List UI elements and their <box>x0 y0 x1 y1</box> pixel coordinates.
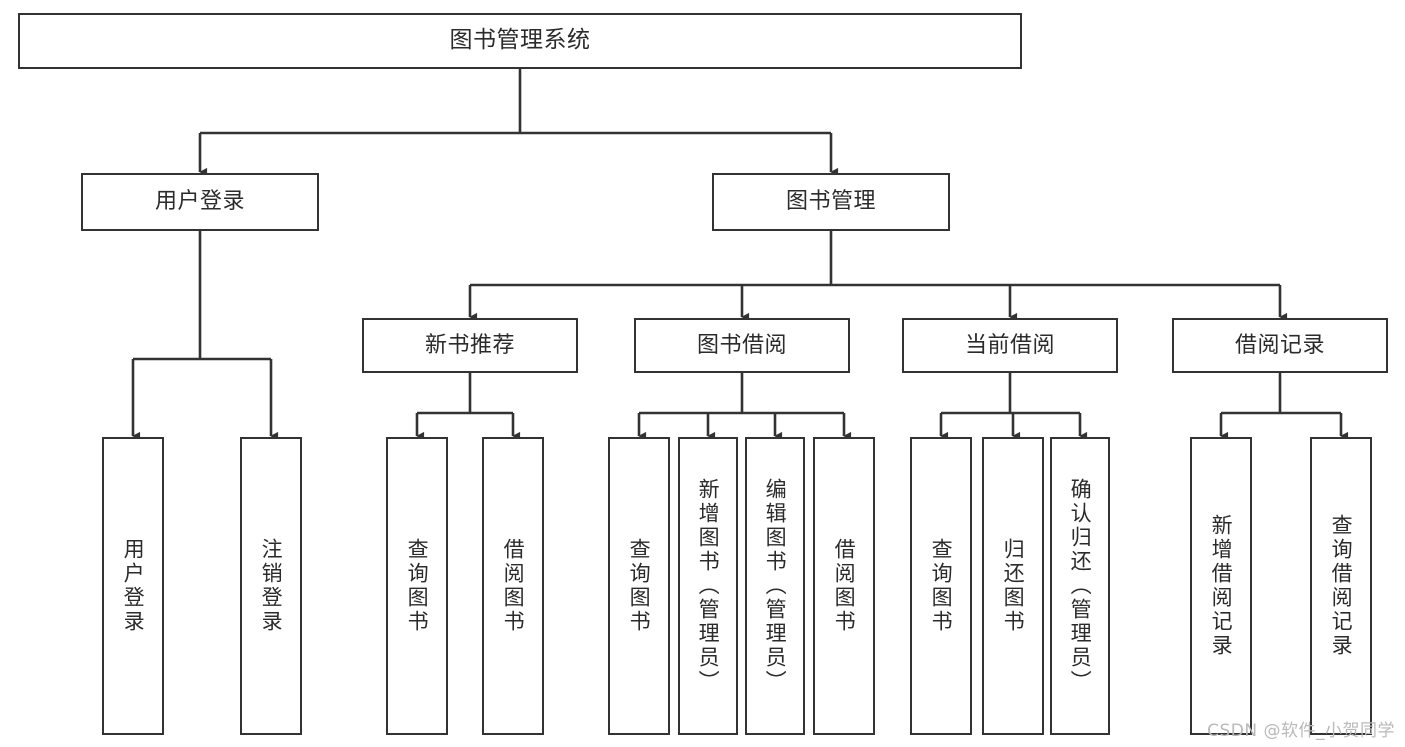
node-book-borrow[interactable]: 图书借阅 <box>634 318 850 373</box>
node-leaf-logout-label: 注销登录 <box>259 538 284 634</box>
node-borrow-record-label: 借阅记录 <box>1234 332 1325 358</box>
node-leaf-logout[interactable]: 注销登录 <box>240 437 302 735</box>
node-leaf-query-book-2-label: 查询图书 <box>627 538 652 634</box>
node-leaf-query-book-1[interactable]: 查询图书 <box>386 437 448 735</box>
node-leaf-query-record-label: 查询借阅记录 <box>1329 514 1354 658</box>
node-book-manage-label: 图书管理 <box>785 189 876 215</box>
node-borrow-record[interactable]: 借阅记录 <box>1172 318 1388 373</box>
node-leaf-query-book-3-label: 查询图书 <box>929 538 954 634</box>
node-new-book-recommend-label: 新书推荐 <box>424 332 515 358</box>
node-leaf-return-book[interactable]: 归还图书 <box>982 437 1044 735</box>
node-leaf-borrow-book-1[interactable]: 借阅图书 <box>482 437 544 735</box>
node-leaf-borrow-book-1-label: 借阅图书 <box>501 538 526 634</box>
node-root[interactable]: 图书管理系统 <box>18 13 1022 69</box>
node-new-book-recommend[interactable]: 新书推荐 <box>362 318 578 373</box>
node-leaf-confirm-return-label: 确认归还（管理员） <box>1068 478 1093 694</box>
node-leaf-confirm-return[interactable]: 确认归还（管理员） <box>1050 437 1110 735</box>
node-leaf-edit-book-label: 编辑图书（管理员） <box>763 478 788 694</box>
node-leaf-query-book-1-label: 查询图书 <box>405 538 430 634</box>
node-user-login-label: 用户登录 <box>154 189 245 215</box>
node-leaf-query-book-2[interactable]: 查询图书 <box>608 437 670 735</box>
node-leaf-query-book-3[interactable]: 查询图书 <box>910 437 972 735</box>
node-leaf-add-record-label: 新增借阅记录 <box>1209 514 1234 658</box>
node-leaf-add-book-label: 新增图书（管理员） <box>696 478 721 694</box>
node-leaf-user-login-label: 用户登录 <box>121 538 146 634</box>
node-user-login[interactable]: 用户登录 <box>81 173 319 231</box>
node-current-borrow-label: 当前借阅 <box>964 332 1055 358</box>
node-book-borrow-label: 图书借阅 <box>696 332 787 358</box>
node-current-borrow[interactable]: 当前借阅 <box>902 318 1118 373</box>
node-root-label: 图书管理系统 <box>449 27 591 54</box>
node-leaf-borrow-book-2[interactable]: 借阅图书 <box>813 437 875 735</box>
node-leaf-return-book-label: 归还图书 <box>1001 538 1026 634</box>
node-leaf-add-record[interactable]: 新增借阅记录 <box>1190 437 1252 735</box>
node-leaf-query-record[interactable]: 查询借阅记录 <box>1310 437 1372 735</box>
node-book-manage[interactable]: 图书管理 <box>712 173 950 231</box>
node-leaf-user-login[interactable]: 用户登录 <box>102 437 164 735</box>
node-leaf-edit-book[interactable]: 编辑图书（管理员） <box>745 437 805 735</box>
node-leaf-add-book[interactable]: 新增图书（管理员） <box>678 437 738 735</box>
node-leaf-borrow-book-2-label: 借阅图书 <box>832 538 857 634</box>
